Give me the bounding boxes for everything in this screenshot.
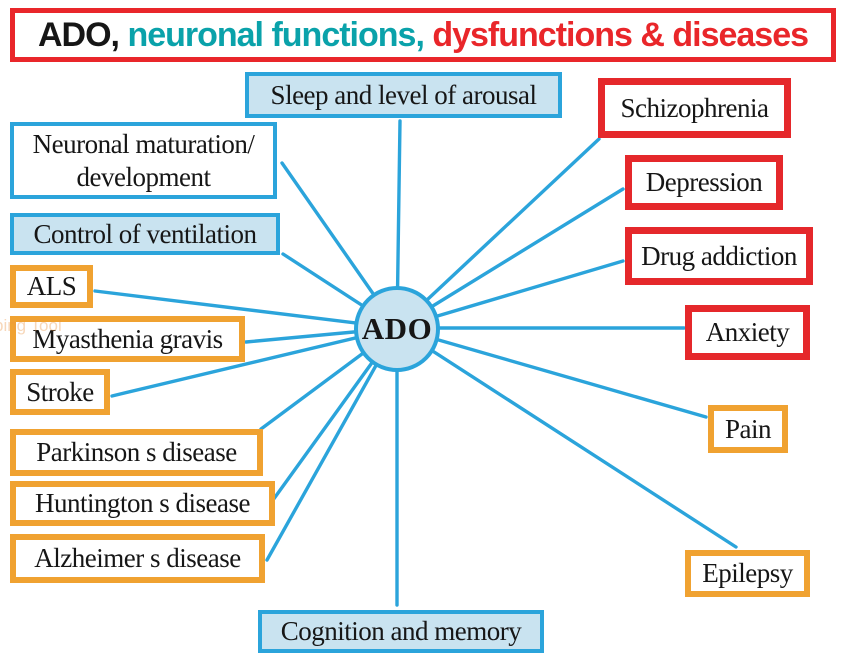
node-label: Drug addiction (641, 240, 797, 271)
node-anxiety: Anxiety (685, 305, 810, 360)
connector-stroke (110, 326, 399, 398)
node-label-line2: development (76, 161, 211, 192)
node-als: ALS (10, 265, 93, 308)
node-label-line1: Neuronal maturation/ (32, 129, 255, 160)
node-epilepsy: Epilepsy (685, 550, 810, 597)
node-alzheimers-disease: Alzheimer s disease (10, 534, 265, 583)
connector-epilepsy (395, 326, 738, 549)
connector-pain (395, 326, 708, 419)
node-label: Huntington s disease (35, 488, 250, 519)
connector-als (93, 289, 399, 330)
connector-depression (395, 187, 625, 330)
node-label: Myasthenia gravis (32, 323, 223, 354)
connector-schizophrenia (395, 137, 601, 330)
node-huntingtons-disease: Huntington s disease (10, 481, 275, 526)
node-label: Schizophrenia (620, 92, 769, 123)
node-label: Anxiety (705, 317, 790, 348)
node-label: Control of ventilation (33, 218, 257, 249)
title-neuronal-functions: neuronal functions (127, 15, 416, 54)
node-depression: Depression (625, 155, 783, 210)
node-pain: Pain (708, 405, 788, 453)
node-label: Pain (724, 413, 772, 444)
node-label: Depression (645, 167, 763, 198)
node-label: Sleep and level of arousal (270, 79, 537, 110)
node-control-of-ventilation: Control of ventilation (10, 213, 280, 255)
title-dysfunctions-diseases: dysfunctions & diseases (432, 15, 809, 54)
node-cognition-and-memory: Cognition and memory (258, 610, 544, 653)
node-label: Parkinson s disease (36, 437, 237, 468)
node-label: Cognition and memory (280, 616, 522, 647)
node-schizophrenia: Schizophrenia (598, 78, 791, 138)
node-drug-addiction: Drug addiction (625, 227, 813, 285)
node-myasthenia-gravis: Myasthenia gravis (10, 316, 245, 362)
node-parkinsons-disease: Parkinson s disease (10, 429, 263, 476)
title-separator-2: , (415, 15, 433, 54)
node-neuronal-maturation-development: Neuronal maturation/ development (10, 122, 277, 199)
node-label: Alzheimer s disease (34, 543, 241, 574)
node-sleep-and-level-of-arousal: Sleep and level of arousal (245, 72, 562, 118)
title-ado: ADO (37, 15, 112, 54)
node-stroke: Stroke (10, 369, 110, 415)
title-separator-1: , (110, 15, 128, 54)
node-label: ALS (26, 271, 77, 302)
node-label: Epilepsy (702, 558, 793, 589)
diagram-title: ADO, neuronal functions, dysfunctions & … (10, 8, 836, 62)
hub-label: ADO (361, 311, 433, 346)
node-label: Stroke (26, 376, 94, 407)
hub-ado-circle: ADO (354, 286, 440, 372)
